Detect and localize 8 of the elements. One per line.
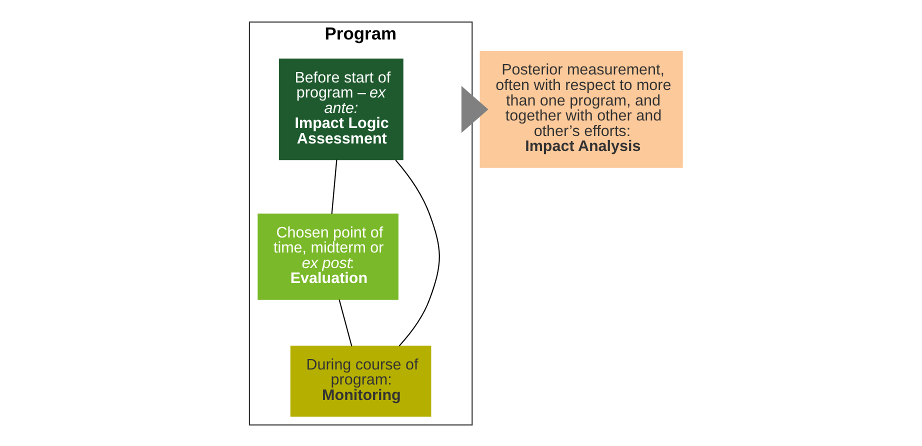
arrow — [460, 85, 488, 132]
node-box: During course of program: Monitoring — [290, 345, 431, 416]
connector — [330, 159, 337, 214]
connector — [394, 159, 440, 346]
node-box: Before start of program – ex ante: Impact Logic Assessment — [278, 58, 403, 160]
connector — [338, 298, 352, 346]
node-box: Chosen point of time, midterm or ex post: Evaluation — [257, 213, 398, 300]
node-box: Posterior measurement, often with respect to more than one program, and together with other and other’s efforts: Impact Analysis — [479, 50, 682, 168]
